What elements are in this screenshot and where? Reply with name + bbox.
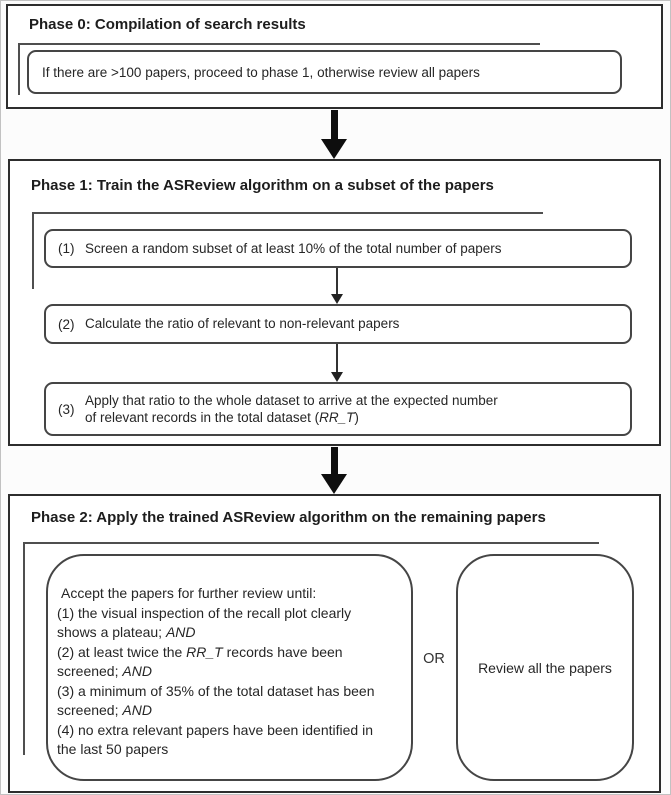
text-segment: Screen a random subset of at least 10% o… xyxy=(85,240,502,256)
step-text: Apply that ratio to the whole dataset to… xyxy=(85,392,630,427)
accept-criteria-line: (1) the visual inspection of the recall … xyxy=(57,604,405,643)
arrow-shaft xyxy=(336,268,338,294)
phase0-to-phase1-arrow-icon xyxy=(321,110,347,159)
arrow-shaft xyxy=(330,447,338,474)
phase1-step3-box: (3) Apply that ratio to the whole datase… xyxy=(44,382,632,436)
review-all-text: Review all the papers xyxy=(478,659,612,676)
arrow-head xyxy=(331,372,343,382)
text-segment: the last 50 papers xyxy=(57,741,169,757)
phase0-bracket-line xyxy=(18,43,540,95)
step-text: Calculate the ratio of relevant to non-r… xyxy=(85,315,630,333)
text-segment: AND xyxy=(165,624,196,640)
accept-criteria-line: Accept the papers for further review unt… xyxy=(57,584,405,604)
text-segment: Apply that ratio to the whole dataset to… xyxy=(85,392,498,408)
phase2-review-all-box: Review all the papers xyxy=(456,554,634,781)
arrow-head xyxy=(321,474,347,494)
text-segment: (3) a minimum of 35% of the total datase… xyxy=(57,682,375,699)
phase0-section: Phase 0: Compilation of search results I… xyxy=(6,4,663,109)
text-segment: (1) the visual inspection of the recall … xyxy=(57,604,352,621)
phase2-bracket-line xyxy=(23,542,599,755)
text-segment: AND xyxy=(122,663,152,679)
text-segment: Accept the papers for further review unt… xyxy=(61,585,317,601)
phase1-step2-box: (2) Calculate the ratio of relevant to n… xyxy=(44,304,632,344)
step1-to-step2-arrow-icon xyxy=(330,268,344,304)
text-segment: Calculate the ratio of relevant to non-r… xyxy=(85,316,400,332)
step-number: (1) xyxy=(58,241,75,256)
phase2-section: Phase 2: Apply the trained ASReview algo… xyxy=(8,494,661,793)
phase1-section: Phase 1: Train the ASReview algorithm on… xyxy=(8,159,661,446)
phase1-to-phase2-arrow-icon xyxy=(321,447,347,494)
text-segment: screened; xyxy=(57,702,123,718)
text-segment: (2) at least twice the xyxy=(57,643,187,660)
arrow-shaft xyxy=(336,344,338,372)
phase0-condition-box: If there are >100 papers, proceed to pha… xyxy=(27,50,622,94)
phase2-title: Phase 2: Apply the trained ASReview algo… xyxy=(31,509,546,526)
phase2-accept-criteria-box: Accept the papers for further review unt… xyxy=(46,554,413,781)
or-label: OR xyxy=(423,651,445,667)
phase1-bracket-line xyxy=(32,212,543,289)
text-segment: of relevant records in the total dataset… xyxy=(85,410,320,425)
arrow-head xyxy=(321,139,347,159)
accept-criteria-line: (4) no extra relevant papers have been i… xyxy=(57,721,405,760)
accept-criteria-line: (3) a minimum of 35% of the total datase… xyxy=(57,682,405,721)
accept-criteria-line: (2) at least twice the RR_T records have… xyxy=(57,643,405,682)
text-segment: shows a plateau; xyxy=(57,624,166,640)
phase1-title: Phase 1: Train the ASReview algorithm on… xyxy=(31,177,494,194)
text-segment: ) xyxy=(354,410,359,425)
text-segment: records have been xyxy=(222,643,343,660)
text-segment: RR_T xyxy=(186,643,223,660)
arrow-head xyxy=(331,294,343,304)
step-text: Screen a random subset of at least 10% o… xyxy=(85,240,630,258)
text-segment: (4) no extra relevant papers have been i… xyxy=(57,721,373,738)
text-segment: screened; xyxy=(57,663,123,679)
accept-criteria-text: Accept the papers for further review unt… xyxy=(48,556,411,760)
step-number: (3) xyxy=(58,401,75,417)
step-number: (2) xyxy=(58,316,75,332)
text-segment: AND xyxy=(122,702,152,718)
text-segment: RR_T xyxy=(319,410,355,425)
phase1-step1-box: (1) Screen a random subset of at least 1… xyxy=(44,229,632,268)
phase0-title: Phase 0: Compilation of search results xyxy=(29,16,306,33)
step2-to-step3-arrow-icon xyxy=(330,344,344,382)
arrow-shaft xyxy=(330,110,338,139)
phase0-condition-text: If there are >100 papers, proceed to pha… xyxy=(42,64,480,80)
